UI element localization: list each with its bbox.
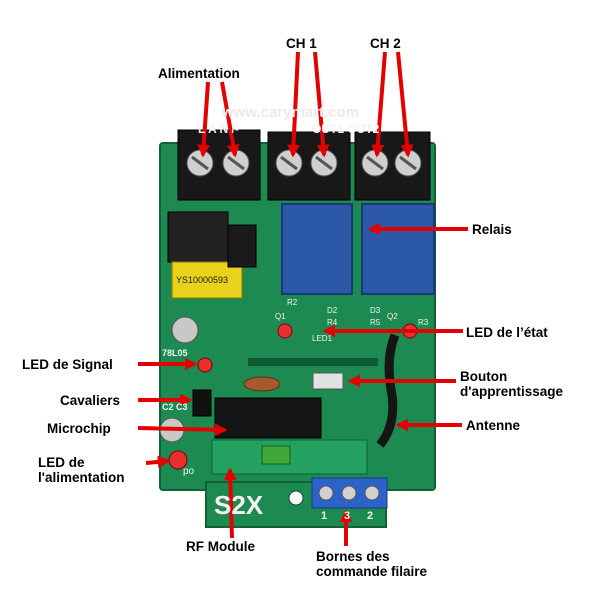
transformer-label (171, 261, 243, 299)
board-website: www.carymart.com (222, 104, 359, 121)
ch1-terminal-block (267, 131, 351, 201)
board-jumper-marking: C2 C3 (162, 402, 188, 412)
label-relais: Relais (472, 222, 512, 237)
label-ch1: CH 1 (286, 36, 317, 51)
relay-1 (281, 203, 353, 295)
terminal-number-1: 1 (321, 510, 328, 522)
pointer-arrows (137, 51, 468, 546)
arrow-rf-module (223, 467, 237, 539)
terminal-number-2: 2 (367, 510, 374, 522)
arrow-led-alim (145, 455, 171, 469)
antenna-coil (376, 333, 400, 448)
label-bouton: Bouton d'apprentissage (460, 369, 563, 399)
crystal (243, 376, 281, 392)
arrow-alim-b (220, 81, 240, 158)
board-r5-mark: R5 (370, 318, 381, 327)
learning-button (312, 372, 344, 390)
label-cavaliers: Cavaliers (60, 393, 121, 408)
label-led-alim-line1: LED de (38, 455, 85, 470)
board-model: S2X (214, 490, 264, 520)
arrow-ch2-b (396, 51, 414, 158)
board-q1-mark: Q1 (275, 312, 286, 321)
label-led-signal: LED de Signal (22, 357, 113, 372)
label-bornes-line2: commande filaire (316, 564, 428, 579)
board-chip-marking: YS10000593 (176, 275, 229, 285)
capacitor-black (227, 224, 257, 268)
arrow-ch2-a (371, 51, 387, 158)
capacitor-small (171, 316, 199, 344)
label-antenne: Antenne (466, 418, 520, 433)
board-d3-mark: D3 (370, 306, 381, 315)
terminal-number-3: 3 (344, 510, 351, 522)
jumpers (192, 389, 212, 417)
label-microchip: Microchip (47, 421, 111, 436)
board-r4-mark: R4 (327, 318, 338, 327)
label-rf-module: RF Module (186, 539, 255, 554)
board-terminal-marks: L A N /- (198, 122, 239, 136)
status-led-1 (277, 323, 293, 339)
label-ch2: CH 2 (370, 36, 401, 51)
label-led-etat: LED de l’état (466, 325, 548, 340)
board-r2-mark: R2 (287, 298, 298, 307)
transformer-core (167, 211, 229, 263)
label-bouton-line2: d'apprentissage (460, 384, 563, 399)
signal-led (197, 357, 213, 373)
label-bornes: Bornes des commande filaire (316, 549, 427, 579)
microchip-ic (214, 397, 322, 439)
arrow-ch1-b (313, 51, 330, 158)
board-led-mark: LED1 (312, 334, 333, 343)
board-d2-mark: D2 (327, 306, 338, 315)
mounting-hole (288, 490, 304, 506)
label-bouton-line1: Bouton (460, 369, 508, 384)
arrow-alim-a (197, 81, 211, 158)
board-out-marks: OUT1 OUT2 (312, 122, 380, 136)
arrow-microchip (137, 423, 228, 437)
ch2-terminal-block (354, 131, 431, 201)
relay-2 (361, 203, 435, 295)
board-vr-marking: 78L05 (162, 348, 188, 358)
power-terminal-block (177, 129, 261, 201)
label-led-alim: LED de l'alimentation (38, 455, 124, 485)
wired-control-terminal (311, 477, 388, 509)
arrow-ch1-a (287, 51, 300, 158)
label-bornes-line1: Bornes des (316, 549, 390, 564)
board-left-edge-mark: po (183, 466, 195, 477)
rf-inductor (261, 445, 291, 465)
board-r3-mark: R3 (418, 318, 429, 327)
label-led-alim-line2: l'alimentation (38, 470, 125, 485)
label-alimentation: Alimentation (158, 66, 240, 81)
board-q2-mark: Q2 (387, 312, 398, 321)
header-strip (248, 358, 378, 366)
